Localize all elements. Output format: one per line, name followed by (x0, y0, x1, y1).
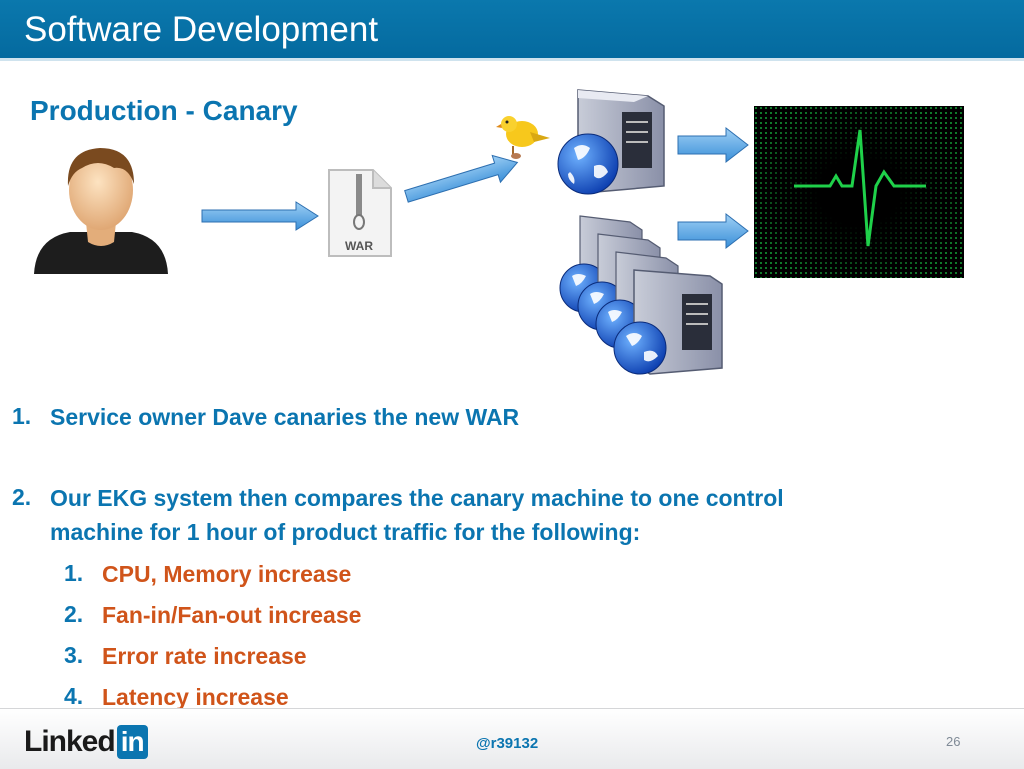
sub-list-number: 4. (64, 683, 84, 709)
arrow-right-icon (404, 154, 519, 203)
sub-list-text: Latency increase (102, 684, 289, 710)
list-text: Our EKG system then compares the canary … (50, 485, 784, 511)
list-number: 2. (12, 484, 32, 510)
canary-bird-icon (496, 116, 550, 159)
user-icon (34, 148, 168, 274)
sub-list-number: 3. (64, 642, 84, 668)
arrow-right-icon (677, 126, 749, 164)
list-number: 1. (12, 403, 32, 429)
sub-list-text: Fan-in/Fan-out increase (102, 602, 362, 628)
war-file-icon: WAR (328, 169, 392, 257)
sub-list-number: 1. (64, 560, 84, 586)
arrow-right-icon (201, 201, 319, 231)
title-bar: Software Development (0, 0, 1024, 61)
war-label: WAR (345, 239, 373, 253)
twitter-handle: @r39132 (476, 735, 539, 752)
list-text: machine for 1 hour of product traffic fo… (50, 519, 641, 545)
sub-list-text: Error rate increase (102, 643, 307, 669)
arrow-right-icon (677, 212, 749, 250)
ekg-monitor-icon (754, 106, 964, 278)
sub-list-number: 2. (64, 601, 84, 627)
server-cluster-icon (559, 215, 723, 375)
logo-in-badge: in (116, 725, 148, 759)
page-number: 26 (946, 734, 961, 749)
server-globe-icon (557, 89, 665, 195)
logo-text: Linked (24, 725, 116, 758)
slide-title: Software Development (24, 10, 379, 49)
list-text: Service owner Dave canaries the new WAR (50, 404, 520, 430)
slide-subtitle: Production - Canary (30, 95, 298, 126)
sub-list-text: CPU, Memory increase (102, 561, 352, 587)
